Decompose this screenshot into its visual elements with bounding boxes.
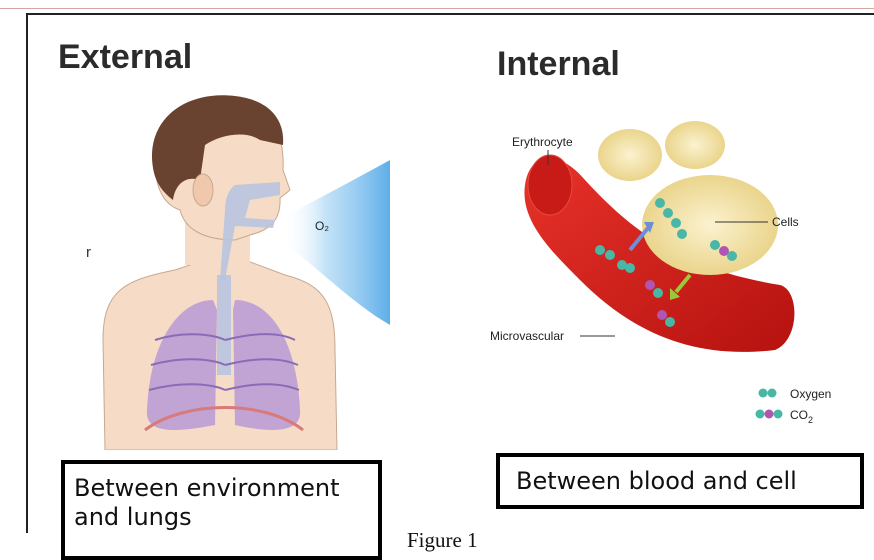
microvascular-label: Microvascular: [490, 329, 564, 343]
erythrocyte-label: Erythrocyte: [512, 135, 573, 149]
cell-2: [665, 121, 725, 169]
ear: [193, 174, 213, 206]
erythrocyte: [528, 155, 572, 215]
external-caption-box: Between environment and lungs: [61, 460, 382, 560]
top-rule: [0, 8, 874, 9]
legend-co2-key: [756, 410, 783, 419]
legend-co2-prefix: CO: [790, 408, 808, 422]
cell-3: [642, 175, 778, 275]
external-respiration-illustration: O₂: [85, 90, 395, 450]
internal-caption-box: Between blood and cell: [496, 453, 864, 509]
cell-1: [598, 129, 662, 181]
external-heading: External: [58, 40, 192, 74]
legend-oxygen-label: Oxygen: [790, 387, 831, 401]
internal-heading: Internal: [497, 47, 620, 81]
internal-respiration-illustration: Erythrocyte Cells Microvascular Oxygen C…: [490, 110, 870, 450]
figure-caption: Figure 1: [407, 528, 478, 553]
trachea: [217, 275, 231, 375]
o2-label: O₂: [315, 219, 329, 233]
cells-label: Cells: [772, 215, 799, 229]
legend-co2-label: CO2: [790, 408, 813, 425]
legend-oxygen-key: [759, 389, 777, 398]
legend-co2-subscript: 2: [808, 415, 813, 425]
